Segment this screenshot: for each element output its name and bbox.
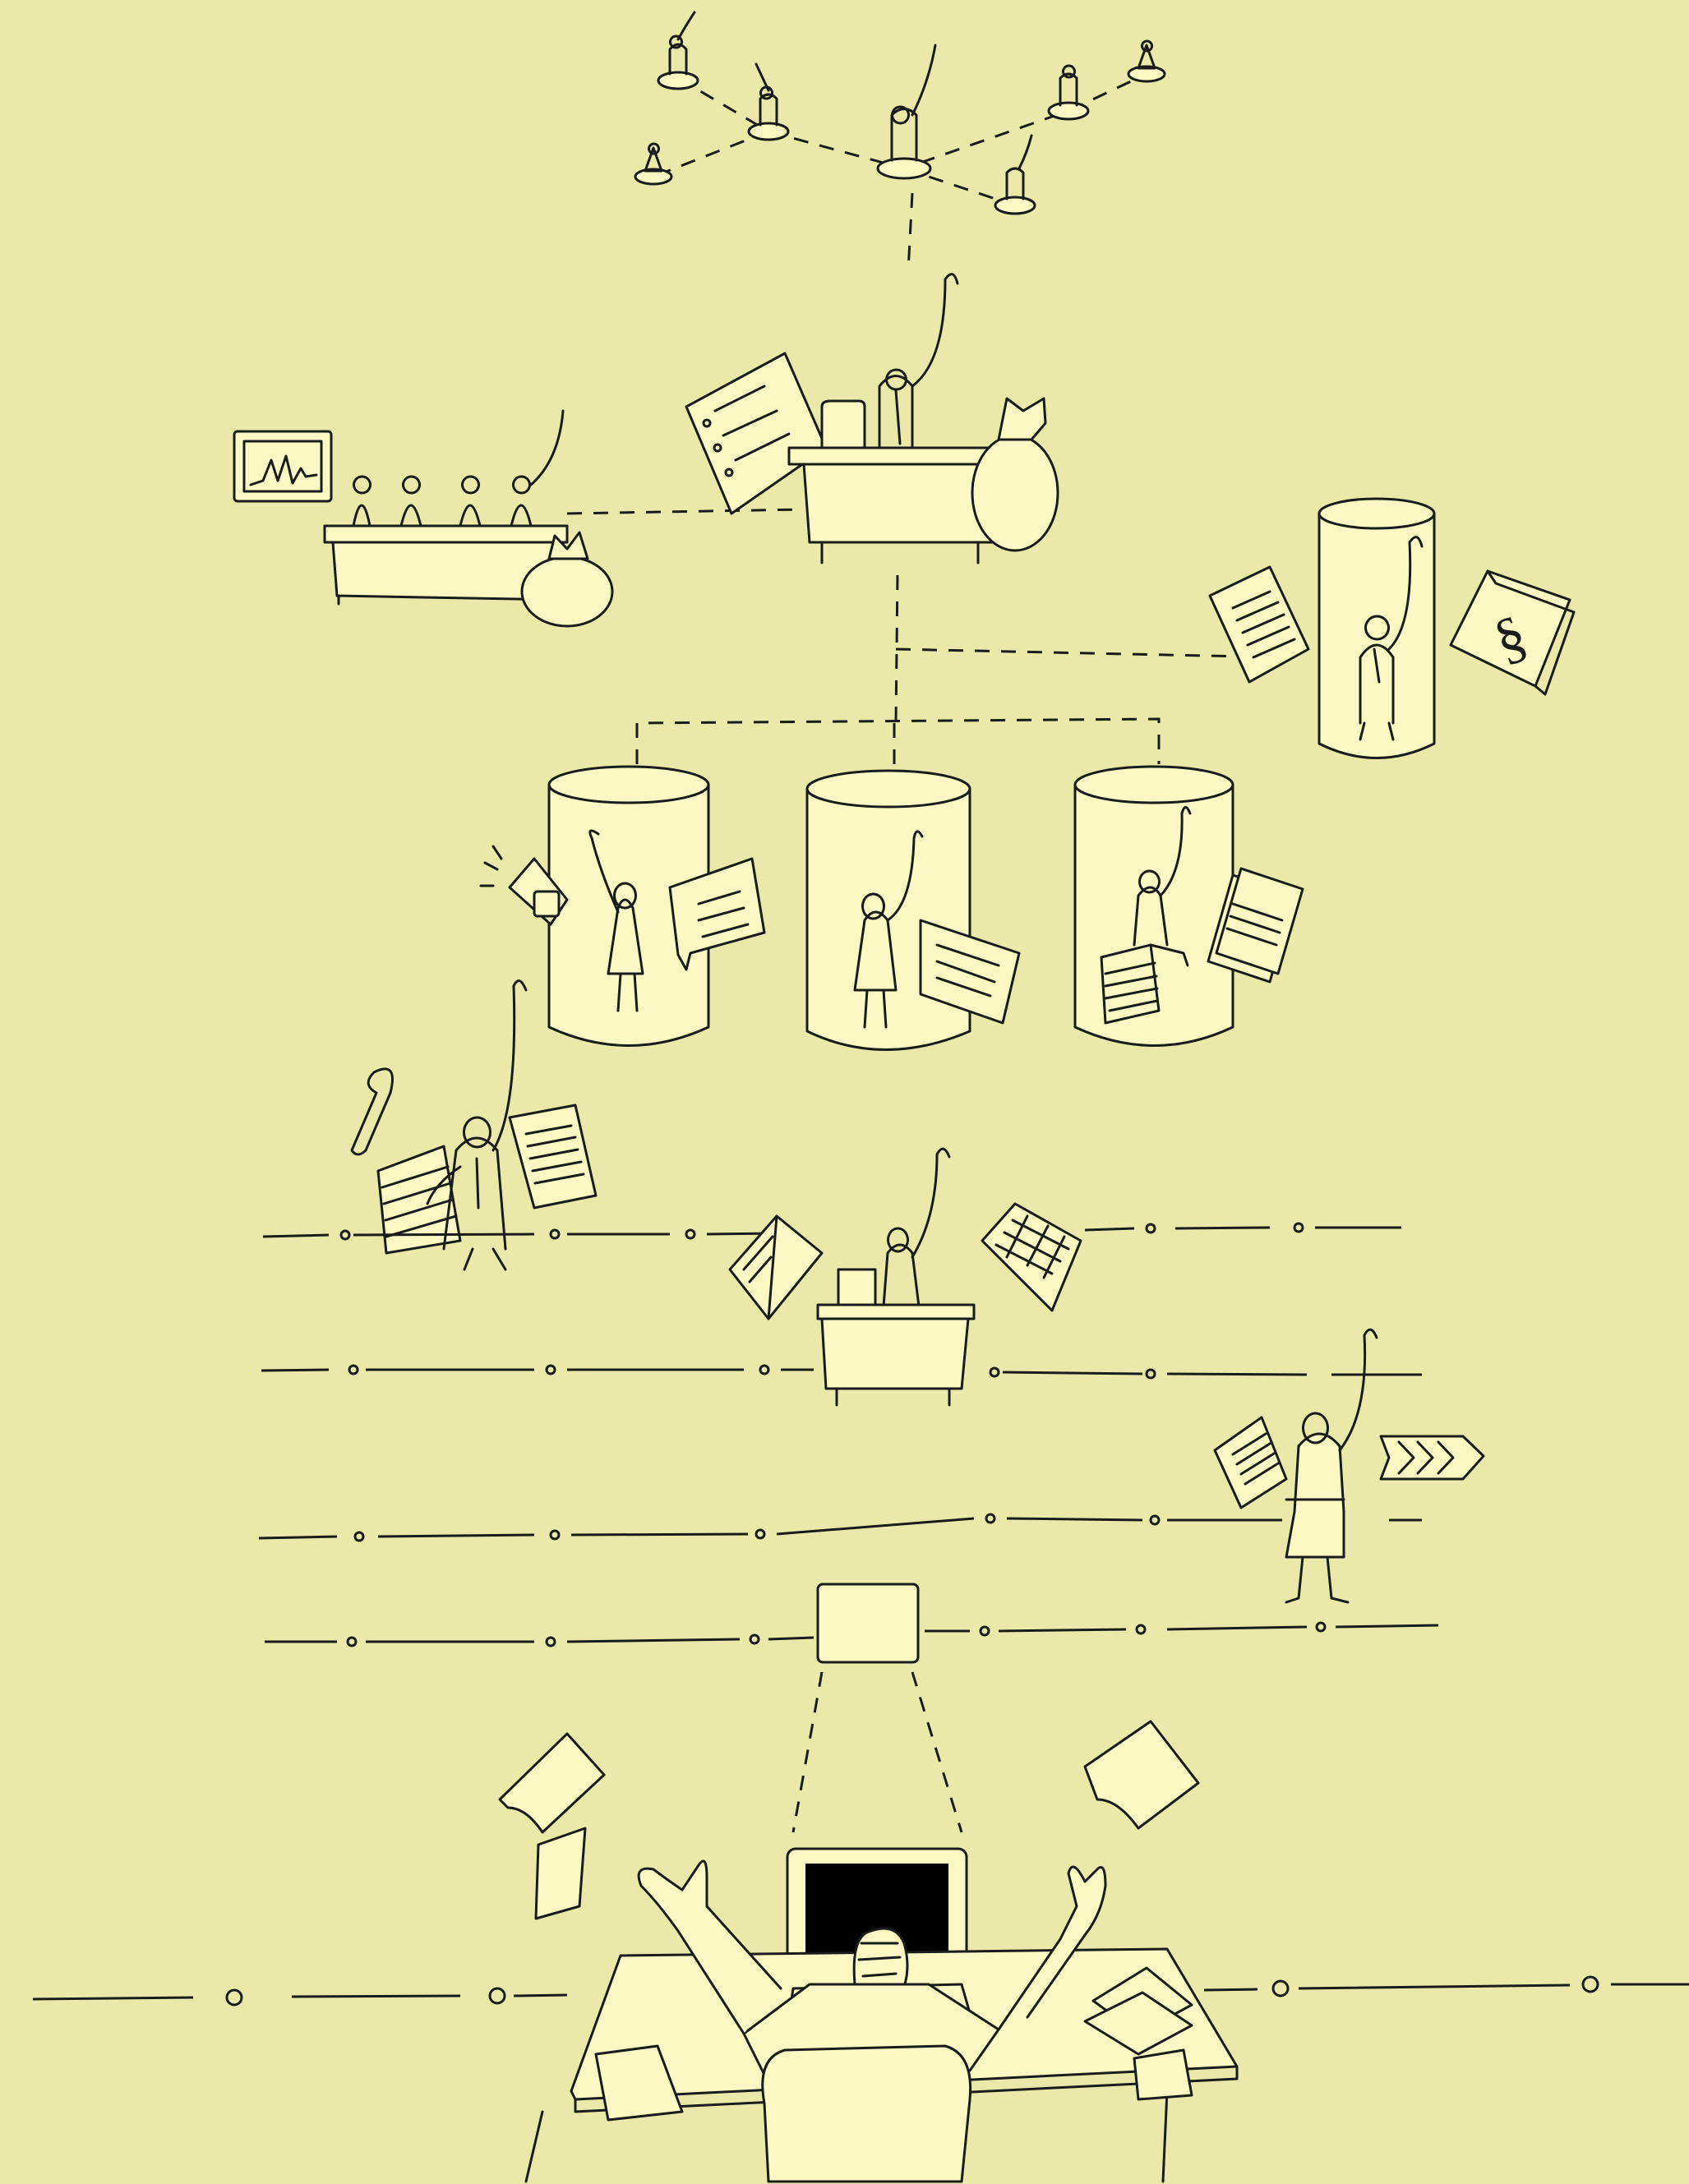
chair: [763, 2046, 971, 2182]
network-node: [995, 136, 1035, 214]
document-icon: [1210, 567, 1308, 682]
executive-desk: [686, 274, 1058, 563]
paper-sheet: [500, 1734, 604, 1832]
open-book-icon: [730, 1216, 822, 1319]
line-chart-icon: [234, 431, 331, 501]
process-worker: [1215, 1329, 1484, 1602]
paper-sheet: [536, 1828, 585, 1919]
clerk-desk: [730, 1149, 1081, 1405]
department-cylinder-research: [807, 771, 1019, 1050]
network-node: [658, 12, 698, 89]
department-cylinder-archive: [1075, 767, 1303, 1046]
money-bag-icon: [972, 399, 1058, 551]
network-node: [1128, 41, 1165, 81]
department-cylinder-communications: [481, 767, 764, 1046]
wrench-icon: [352, 1069, 393, 1154]
board-of-directors: [234, 411, 612, 626]
document-icon: [1215, 1417, 1286, 1508]
paragraph-book-icon: §: [1451, 571, 1574, 694]
legal-department: §: [1210, 499, 1574, 758]
network-node: [635, 144, 671, 184]
chevron-arrows-icon: [1381, 1436, 1484, 1479]
server-box: [818, 1584, 918, 1662]
network-node: [1049, 66, 1088, 119]
board-members: [353, 411, 563, 526]
document-icon: [510, 1105, 596, 1208]
calendar-icon: [982, 1204, 1081, 1311]
computer-user: [526, 1849, 1237, 2182]
paper-sheet: [1085, 1721, 1198, 1828]
top-network: [635, 12, 1165, 214]
network-node-leader: [878, 45, 935, 178]
network-node: [749, 64, 788, 140]
